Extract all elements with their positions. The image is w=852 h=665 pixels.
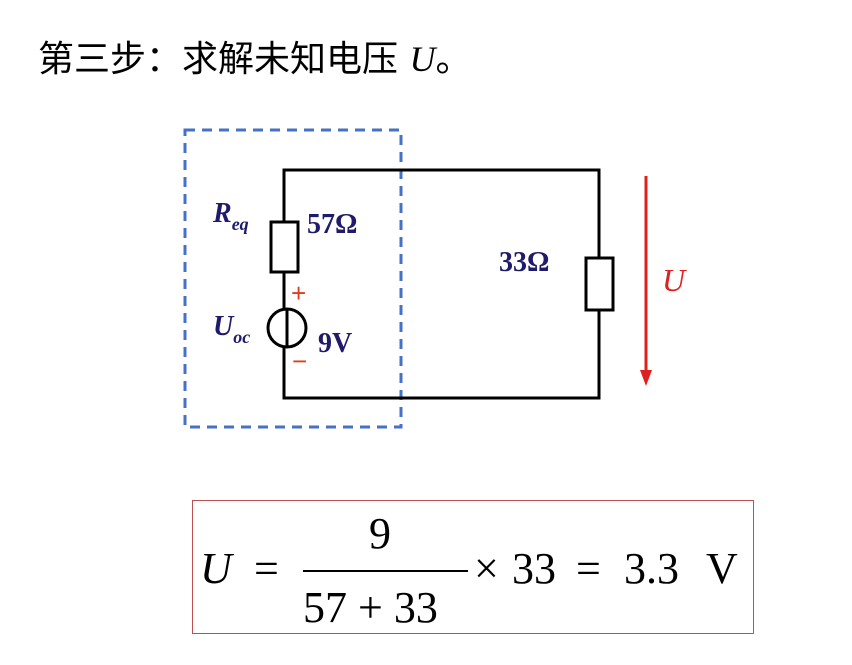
circuit-wires bbox=[282, 168, 601, 400]
formula-times: × bbox=[474, 544, 499, 593]
formula-lhs: U bbox=[200, 544, 232, 593]
title-text: 第三步：求解未知电压 bbox=[38, 39, 410, 80]
formula-result: 3.3 bbox=[624, 544, 679, 593]
circuit-diagram: Req 57Ω Uoc 9V + − 33Ω U bbox=[183, 128, 687, 429]
uoc-label: Uoc bbox=[213, 311, 250, 347]
thevenin-equivalent-box bbox=[183, 128, 403, 429]
minus-sign: − bbox=[292, 346, 307, 376]
formula-factor: 33 bbox=[512, 544, 556, 593]
formula-box bbox=[192, 500, 754, 634]
source-value: 9V bbox=[318, 328, 352, 359]
formula-numerator: 9 bbox=[369, 509, 391, 558]
voltage-arrow-head bbox=[640, 370, 652, 386]
req-value: 57Ω bbox=[307, 209, 357, 240]
load-resistor bbox=[584, 256, 615, 312]
plus-sign: + bbox=[291, 278, 306, 308]
voltage-label: U bbox=[662, 262, 687, 298]
title-end: 。 bbox=[435, 39, 472, 80]
req-resistor bbox=[269, 220, 300, 274]
step-title: 第三步：求解未知电压 U。 bbox=[38, 30, 471, 82]
title-variable: U bbox=[409, 39, 436, 79]
formula-equals-2: = bbox=[576, 544, 601, 593]
load-value: 33Ω bbox=[499, 247, 549, 278]
req-label: Req bbox=[212, 198, 249, 234]
formula-denominator: 57 + 33 bbox=[303, 583, 438, 632]
top-wire bbox=[282, 168, 601, 258]
bottom-wire bbox=[282, 310, 601, 400]
fraction-bar bbox=[303, 570, 468, 572]
formula-equals-1: = bbox=[254, 544, 279, 593]
formula-unit: V bbox=[706, 544, 738, 593]
